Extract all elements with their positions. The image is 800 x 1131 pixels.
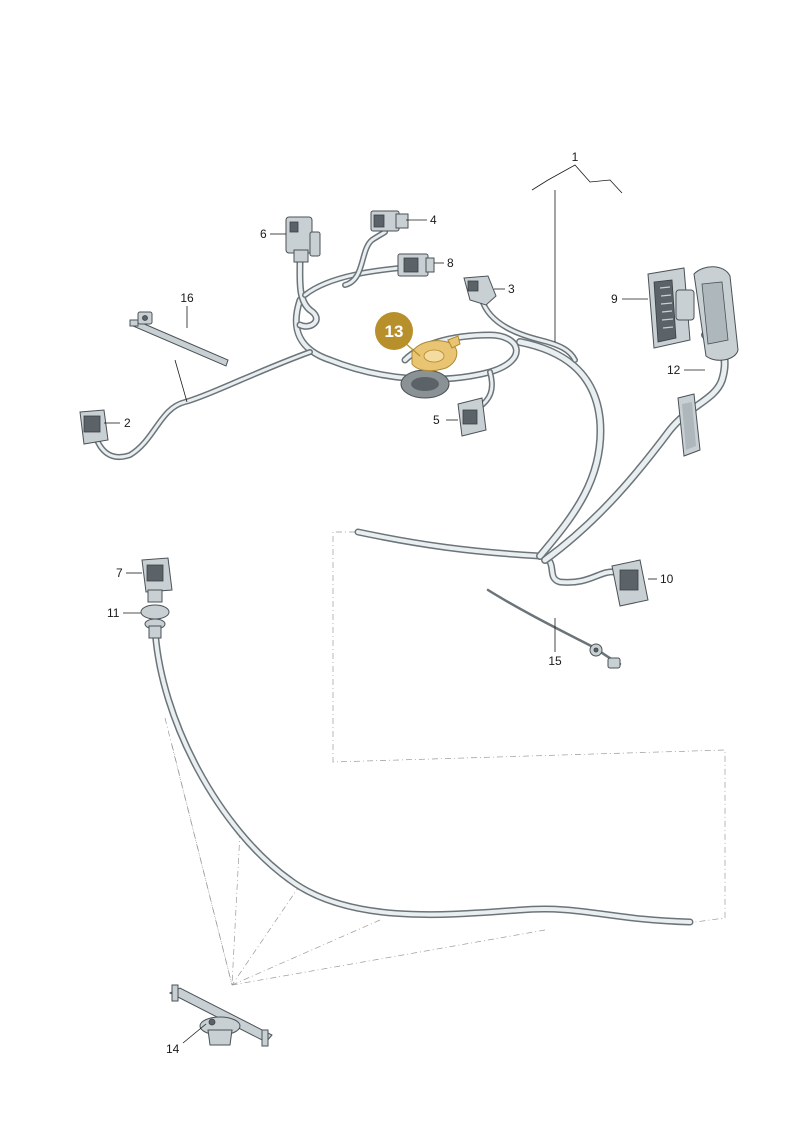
callout-7: 7 [116, 566, 123, 580]
connector-2 [79, 409, 109, 445]
callout-3: 3 [508, 282, 515, 296]
components [79, 210, 739, 1047]
connector-5 [457, 397, 487, 437]
callout-15: 15 [548, 654, 562, 668]
cable-tie-16 [129, 311, 229, 367]
connector-3 [463, 275, 497, 306]
callout-10: 10 [660, 572, 674, 586]
callout-labels: 1 2 3 4 5 6 7 8 9 10 11 12 14 15 16 [107, 150, 681, 1056]
callout-14: 14 [166, 1042, 180, 1056]
callout-8: 8 [447, 256, 454, 270]
reference-frame [164, 531, 726, 986]
callout-9: 9 [611, 292, 618, 306]
callout-4: 4 [430, 213, 437, 227]
boot-12 [677, 266, 739, 457]
callout-6: 6 [260, 227, 267, 241]
grommet-13 [400, 335, 461, 399]
connector-4 [370, 210, 409, 232]
highlight-badge-13[interactable]: 13 [375, 312, 421, 357]
callout-11: 11 [107, 606, 120, 620]
holder-14 [168, 984, 273, 1047]
connector-6 [285, 216, 321, 263]
badge-label: 13 [385, 322, 404, 341]
connector-8 [397, 253, 435, 277]
leader-lines [104, 164, 705, 1044]
callout-1: 1 [572, 150, 579, 164]
connector-10 [611, 559, 649, 607]
clip-15 [589, 643, 621, 669]
callout-16: 16 [180, 291, 194, 305]
callout-2: 2 [124, 416, 131, 430]
grommet-11 [140, 604, 170, 639]
connector-9 [647, 267, 695, 349]
callout-12: 12 [667, 363, 681, 377]
callout-5: 5 [433, 413, 440, 427]
connector-7 [141, 557, 173, 603]
